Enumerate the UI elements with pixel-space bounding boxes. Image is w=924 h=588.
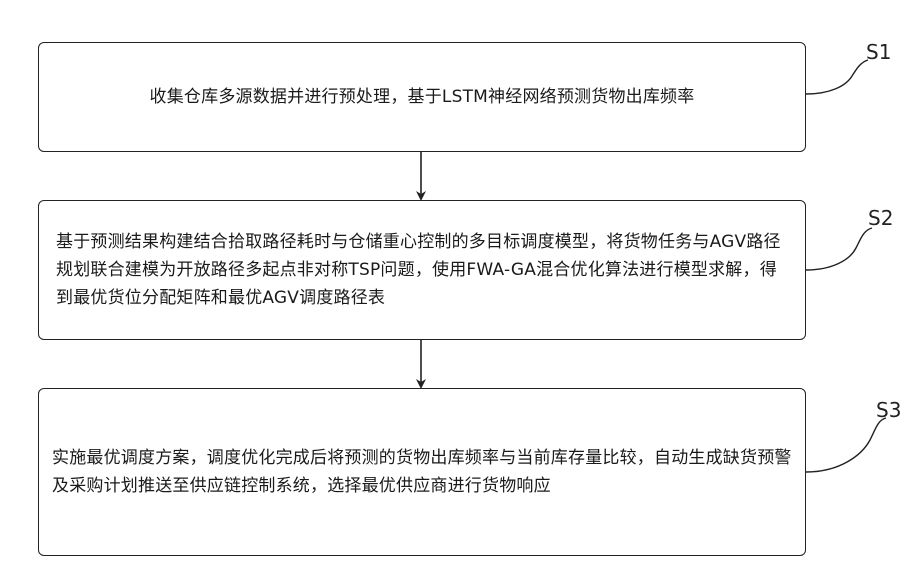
step-s1-box: 收集仓库多源数据并进行预处理，基于LSTM神经网络预测货物出库频率	[38, 42, 806, 152]
step-s2-text: 基于预测结果构建结合拾取路径耗时与仓储重心控制的多目标调度模型，将货物任务与AG…	[56, 228, 788, 312]
step-s2-box: 基于预测结果构建结合拾取路径耗时与仓储重心控制的多目标调度模型，将货物任务与AG…	[38, 200, 806, 340]
leader-line-s1	[806, 60, 868, 94]
step-s3-label: S3	[876, 398, 901, 422]
step-s2-label: S2	[868, 206, 893, 230]
step-s3-text: 实施最优调度方案，调度优化完成后将预测的货物出库频率与当前库存量比较，自动生成缺…	[52, 444, 792, 500]
step-s1-text: 收集仓库多源数据并进行预处理，基于LSTM神经网络预测货物出库频率	[150, 83, 695, 111]
step-s3-box: 实施最优调度方案，调度优化完成后将预测的货物出库频率与当前库存量比较，自动生成缺…	[38, 388, 806, 556]
step-s1-label: S1	[866, 40, 891, 64]
leader-line-s3	[806, 418, 886, 472]
leader-line-s2	[806, 228, 872, 270]
